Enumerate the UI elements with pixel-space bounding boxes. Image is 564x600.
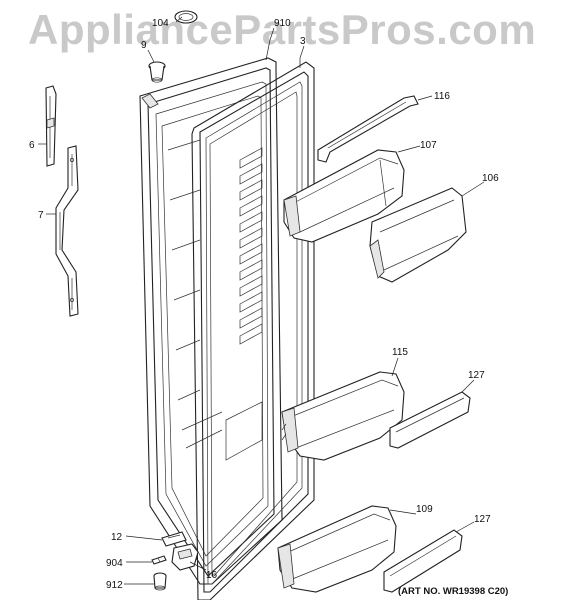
callout-127-upper: 127 bbox=[468, 370, 485, 381]
callout-16: 16 bbox=[206, 570, 218, 581]
screw-904 bbox=[151, 555, 167, 565]
door-gasket bbox=[191, 61, 315, 600]
door-bin-115 bbox=[281, 371, 405, 461]
door-bin-109 bbox=[277, 505, 397, 593]
leader-lines bbox=[38, 16, 485, 585]
cap-104 bbox=[174, 10, 198, 24]
hinge-16 bbox=[171, 543, 199, 571]
callout-912: 912 bbox=[106, 580, 123, 591]
watermark: AppliancePartsPros.com bbox=[28, 6, 537, 53]
callout-104: 104 bbox=[152, 18, 169, 29]
dairy-cover-106 bbox=[369, 187, 467, 283]
callout-116: 116 bbox=[434, 91, 450, 102]
callout-12: 12 bbox=[111, 532, 123, 543]
handle-trim-6 bbox=[45, 85, 57, 167]
callout-904: 904 bbox=[106, 558, 123, 569]
callout-9: 9 bbox=[141, 40, 147, 51]
callout-labels: 104 910 9 3 116 6 107 106 7 115 127 109 … bbox=[29, 18, 499, 591]
bushing-9 bbox=[148, 61, 166, 83]
callout-910: 910 bbox=[274, 18, 291, 29]
callout-109: 109 bbox=[416, 504, 433, 515]
callout-115: 115 bbox=[392, 347, 408, 358]
hinge-cover-12 bbox=[161, 531, 187, 547]
bin-front-127-lower bbox=[383, 529, 463, 593]
callout-127-lower: 127 bbox=[474, 514, 491, 525]
art-number: (ART NO. WR19398 C20) bbox=[398, 586, 508, 597]
callout-7: 7 bbox=[38, 210, 44, 221]
bin-trim-116 bbox=[317, 95, 419, 163]
liner-ridges bbox=[181, 147, 263, 461]
callout-107: 107 bbox=[420, 140, 437, 151]
callout-3: 3 bbox=[300, 36, 306, 47]
door-bin-107 bbox=[283, 149, 405, 243]
callout-6: 6 bbox=[29, 140, 35, 151]
callout-106: 106 bbox=[482, 173, 499, 184]
bushing-912 bbox=[153, 572, 167, 591]
door-handle-7 bbox=[55, 145, 79, 317]
